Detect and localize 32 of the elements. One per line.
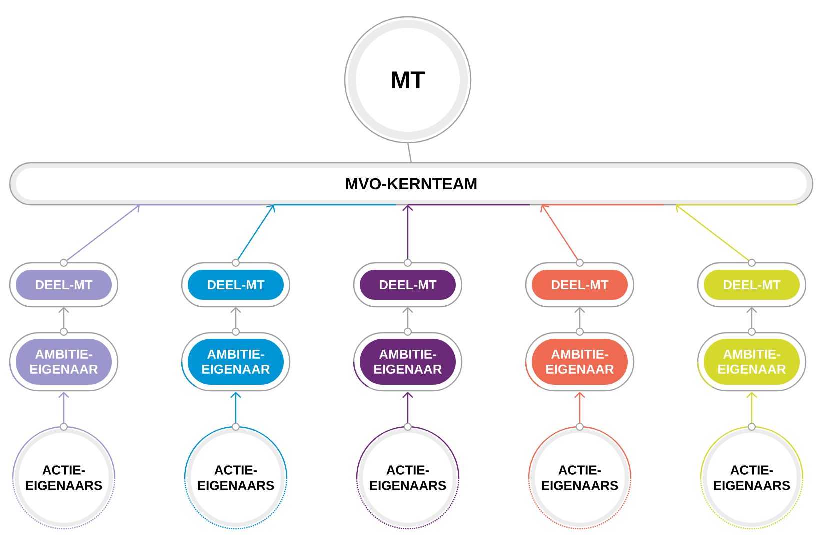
arrow	[574, 392, 586, 431]
circle-node: ACTIE-EIGENAARS	[12, 426, 116, 530]
arrow	[676, 204, 756, 267]
arrow	[58, 307, 70, 336]
arrow	[402, 205, 414, 267]
arrow	[540, 205, 584, 267]
arrow	[402, 392, 414, 431]
pill-node: AMBITIE-EIGENAAR	[525, 332, 635, 392]
arrow	[58, 392, 70, 431]
circle-node: ACTIE-EIGENAARS	[528, 426, 632, 530]
arrow	[746, 307, 758, 336]
team-bar: MVO-KERNTEAM	[9, 162, 814, 206]
pill-node: AMBITIE-EIGENAAR	[181, 332, 291, 392]
pill-node: AMBITIE-EIGENAAR	[9, 332, 119, 392]
pill-node: AMBITIE-EIGENAAR	[353, 332, 463, 392]
pill-node: AMBITIE-EIGENAAR	[697, 332, 807, 392]
pill-node: DEEL-MT	[181, 262, 291, 308]
pill-node: DEEL-MT	[525, 262, 635, 308]
arrow	[746, 392, 758, 431]
arrow	[230, 307, 242, 336]
circle-node: ACTIE-EIGENAARS	[356, 426, 460, 530]
arrow	[232, 205, 276, 267]
arrow	[230, 392, 242, 431]
arrow	[60, 204, 140, 267]
pill-node: DEEL-MT	[353, 262, 463, 308]
pill-node: DEEL-MT	[9, 262, 119, 308]
circle-node: MT	[344, 16, 472, 144]
circle-node: ACTIE-EIGENAARS	[184, 426, 288, 530]
pill-node: DEEL-MT	[697, 262, 807, 308]
circle-node: ACTIE-EIGENAARS	[700, 426, 804, 530]
arrow	[402, 307, 414, 336]
arrow	[574, 307, 586, 336]
